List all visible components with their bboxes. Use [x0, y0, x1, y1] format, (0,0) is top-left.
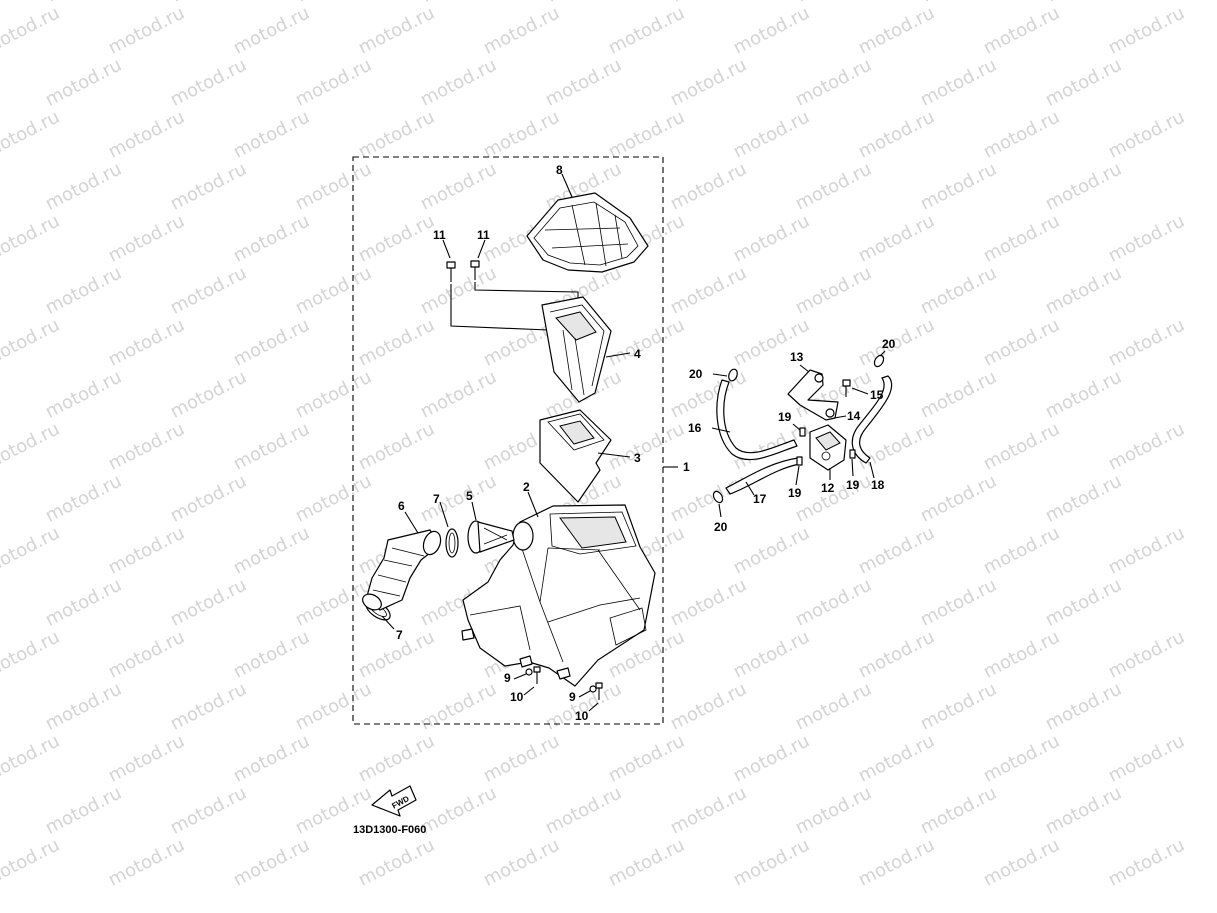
callout-11-right: 11 [477, 228, 490, 242]
callout-20-lower-left: 20 [714, 520, 728, 534]
air-cut-valve-system-drawing [711, 350, 893, 518]
callout-14: 14 [847, 409, 861, 423]
callout-6: 6 [398, 499, 405, 513]
callout-10-right: 10 [575, 709, 589, 723]
callout-5: 5 [466, 489, 473, 503]
callout-1: 1 [683, 460, 690, 474]
callout-20-upper-left: 20 [689, 367, 703, 381]
fwd-arrow-icon: FWD [371, 785, 417, 817]
callout-9-right: 9 [569, 690, 576, 704]
callout-2: 2 [523, 480, 530, 494]
callout-10-left: 10 [510, 690, 524, 704]
callout-12: 12 [821, 481, 835, 495]
joint-funnel-drawing [467, 501, 515, 554]
assembly-boundary [352, 156, 664, 725]
callout-19-c: 19 [846, 478, 860, 492]
element-guide-drawing [539, 409, 631, 503]
intake-joint-drawing [362, 511, 442, 611]
callout-15: 15 [870, 388, 884, 402]
callout-17: 17 [753, 492, 767, 506]
callout-16: 16 [688, 421, 702, 435]
drawing-code: 13D1300-F060 [353, 824, 427, 836]
air-filter-case-drawing [461, 491, 656, 687]
callout-8: 8 [556, 163, 563, 177]
callout-13: 13 [790, 350, 804, 364]
callout-4: 4 [634, 347, 641, 361]
callout-18: 18 [871, 478, 885, 492]
callout-9-left: 9 [504, 671, 511, 685]
callout-7-upper: 7 [433, 492, 440, 506]
callout-3: 3 [634, 451, 641, 465]
callout-11-left: 11 [433, 228, 446, 242]
air-filter-element-drawing [541, 296, 631, 403]
callout-19-b: 19 [788, 486, 802, 500]
callout-20-upper-right: 20 [882, 337, 896, 351]
case-cover-drawing [526, 173, 649, 273]
callout-7-lower: 7 [396, 628, 403, 642]
washers-bolts-drawing [513, 666, 603, 712]
callout-19-a: 19 [778, 410, 792, 424]
